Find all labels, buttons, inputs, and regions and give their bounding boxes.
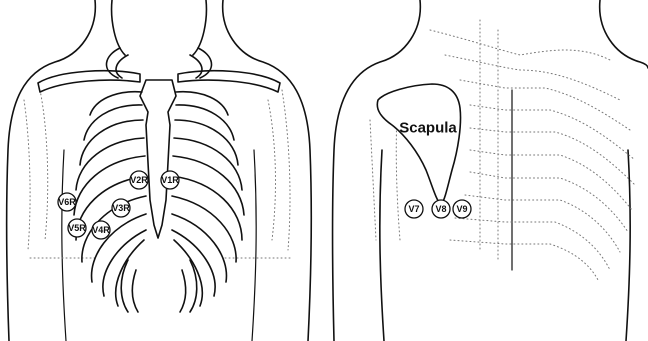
lead-v8-label: V8 [435, 204, 446, 214]
lead-v9-label: V9 [456, 204, 467, 214]
posterior-body-outline-right [600, 0, 648, 68]
lead-v4r-label: V4R [92, 225, 110, 235]
lead-v3r-label: V3R [112, 203, 130, 213]
lead-v2r-label: V2R [130, 175, 148, 185]
lead-v6r-label: V6R [58, 197, 76, 207]
lead-V7: V7 [405, 200, 423, 218]
anterior-arm-line-right [252, 150, 256, 341]
lead-V1R: V1R [161, 171, 179, 189]
scapula-label: Scapula [399, 120, 457, 137]
posterior-view: Scapula V7 V8 V9 [333, 0, 648, 341]
anterior-view: V1R V2R V3R V4R V5R V6R [7, 0, 312, 341]
lead-V4R: V4R [92, 221, 110, 239]
lead-V5R: V5R [68, 219, 86, 237]
lead-v1r-label: V1R [161, 175, 179, 185]
lead-V8: V8 [432, 200, 450, 218]
posterior-arm-line-left [380, 150, 384, 341]
ribs-right [172, 92, 244, 312]
posterior-dotted-ribs [370, 20, 635, 280]
lead-V6R: V6R [58, 193, 76, 211]
anterior-arm-line-left [62, 150, 66, 341]
right-clavicle [178, 71, 280, 92]
anterior-neck [112, 0, 207, 55]
lead-v7-label: V7 [408, 204, 419, 214]
lead-V3R: V3R [112, 199, 130, 217]
ribs-left [74, 92, 146, 312]
scapula [377, 84, 460, 205]
left-clavicle [38, 71, 140, 92]
lead-V9: V9 [453, 200, 471, 218]
lead-V2R: V2R [130, 171, 148, 189]
lead-v5r-label: V5R [68, 223, 86, 233]
posterior-body-outline [333, 0, 421, 341]
